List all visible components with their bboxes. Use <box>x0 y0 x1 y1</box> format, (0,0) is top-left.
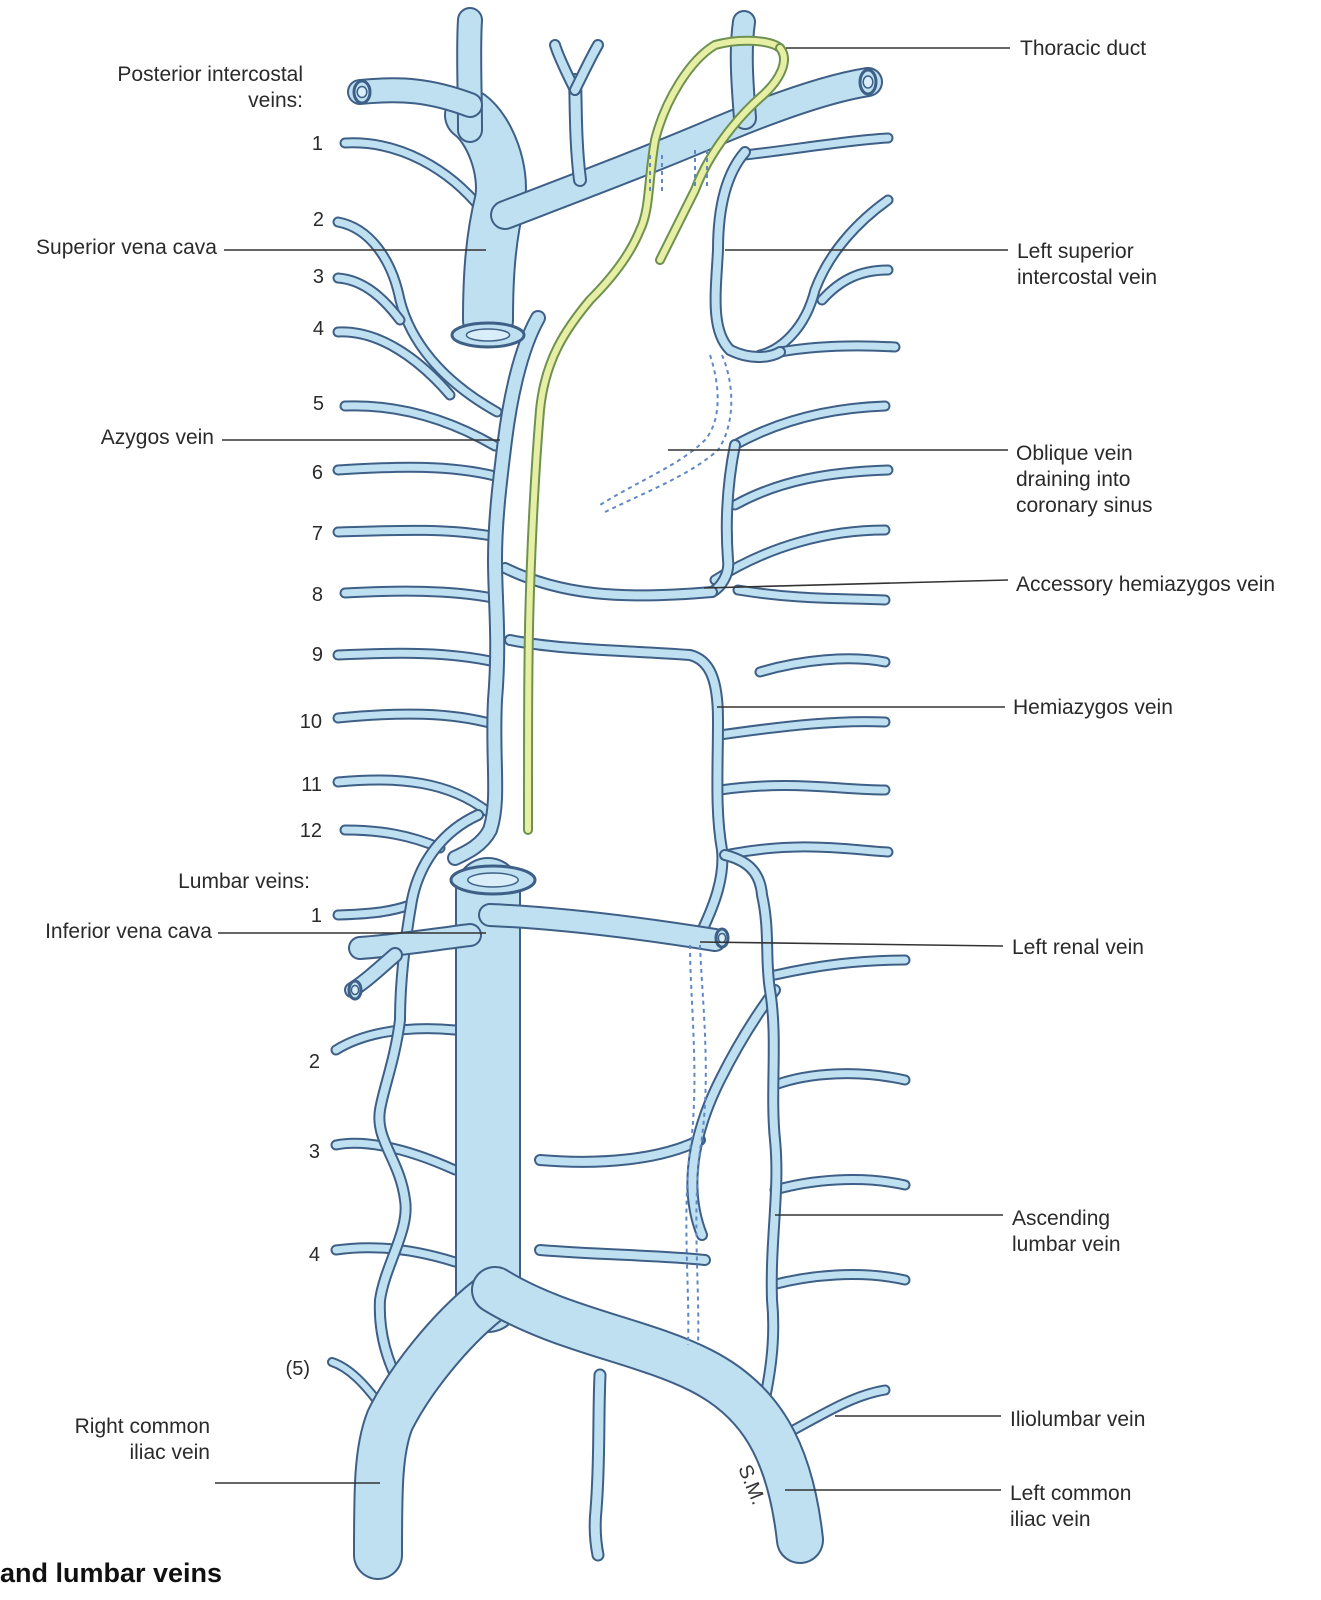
accessory-hemiazygos-vein <box>706 439 741 598</box>
right-renal-vein <box>348 923 482 960</box>
oblique-vein-outline <box>599 354 719 506</box>
right-intercostal-12 <box>339 824 446 854</box>
intercostal-number: 1 <box>312 133 323 155</box>
right-intercostal-8 <box>339 585 499 604</box>
ascending-lumbar-branch <box>686 984 781 1241</box>
right-intercostal-2 <box>332 216 503 418</box>
label-superior-vena-cava: Superior vena cava <box>36 236 217 259</box>
label-left-renal-vein: Left renal vein <box>1012 936 1144 959</box>
intercostal-number: 6 <box>312 462 323 484</box>
right-intercostal-6 <box>332 461 501 482</box>
label-lumbar-veins: Lumbar veins: <box>178 870 310 893</box>
duct-crossing-outline-a <box>649 155 663 195</box>
right-common-iliac-vein <box>353 1275 513 1580</box>
right-lumbar-5 <box>327 1357 383 1407</box>
left-ascending-lumbar-vein <box>719 849 783 1426</box>
left-intercostal-2 <box>754 194 894 361</box>
right-subclavian-vein <box>347 77 483 118</box>
thoracic-duct-drawing <box>523 35 789 835</box>
label-accessory-hemiazygos-vein: Accessory hemiazygos vein <box>1016 573 1275 596</box>
right-intercostal-5 <box>339 400 501 452</box>
intercostal-number: 11 <box>301 774 322 796</box>
accessory-hemiazygos-crossing <box>499 562 718 602</box>
label-thoracic-duct: Thoracic duct <box>1020 37 1146 60</box>
left-intercostal-3 <box>816 264 894 306</box>
leader-lines <box>215 47 1010 1491</box>
right-intercostal-11 <box>332 774 494 818</box>
lumbar-number: (5) <box>286 1358 310 1380</box>
left-jugular-branch-b <box>569 39 604 96</box>
intercostal-number: 3 <box>313 266 324 288</box>
leader-accessory-hemiazygos <box>703 579 1009 589</box>
leader-left-renal <box>699 941 1004 947</box>
superior-vena-cava <box>444 89 527 346</box>
left-intercostal-10 <box>714 716 891 741</box>
right-intercostal-10 <box>332 708 499 730</box>
left-intercostal-8 <box>732 584 891 606</box>
left-brachiocephalic-vein <box>490 67 883 230</box>
left-lumbar-4 <box>766 1269 911 1291</box>
left-intercostal-6 <box>729 464 894 511</box>
right-lumbar-1 <box>332 899 416 921</box>
left-lumbar-1 <box>769 954 911 981</box>
intercostal-number: 4 <box>313 318 324 340</box>
right-intercostal-3 <box>332 272 406 326</box>
left-intercostal-4 <box>774 340 901 358</box>
intercostal-number: 10 <box>300 711 322 733</box>
intercostal-number: 2 <box>313 209 324 231</box>
hemiazygos-vein <box>504 634 729 941</box>
left-superior-intercostal-vein <box>709 146 786 363</box>
median-sacral-vein <box>588 1368 607 1562</box>
left-intercostal-7 <box>709 524 891 586</box>
lumbar-number: 2 <box>309 1051 320 1073</box>
intercostal-number: 12 <box>300 820 322 842</box>
label-hemiazygos-vein: Hemiazygos vein <box>1013 696 1173 719</box>
iliolumbar-vein <box>784 1384 891 1438</box>
lumbar-number: 4 <box>309 1244 320 1266</box>
left-intercostal-12 <box>719 841 894 861</box>
right-intercostal-1 <box>339 137 488 216</box>
label-inferior-vena-cava: Inferior vena cava <box>45 920 212 943</box>
oblique-vein-outline-2 <box>604 354 733 513</box>
right-intercostal-9 <box>332 647 501 668</box>
duct-crossing-outline-b <box>694 150 708 190</box>
lumbar-number: 3 <box>309 1141 320 1163</box>
left-lumbar-2 <box>769 1068 911 1091</box>
right-ascending-lumbar-vein <box>373 809 484 1391</box>
azygos-vein <box>447 310 546 866</box>
intercostal-number: 9 <box>312 644 323 666</box>
left-intercostal-5 <box>729 400 891 451</box>
lumbar-connection-4 <box>534 1244 711 1266</box>
vein-network <box>327 7 911 1580</box>
left-lumbar-3 <box>769 1174 911 1196</box>
intercostal-number: 5 <box>313 393 324 415</box>
left-intercostal-11 <box>714 780 891 796</box>
left-intercostal-1 <box>739 132 894 161</box>
lumbar-connection-3 <box>534 1134 706 1168</box>
intercostal-number: 7 <box>312 523 323 545</box>
lumbar-number: 1 <box>311 905 322 927</box>
left-renal-vein <box>478 903 727 952</box>
figure-caption: and lumbar veins <box>0 1558 222 1588</box>
right-lumbar-2 <box>330 1023 461 1056</box>
right-intercostal-4 <box>332 326 456 401</box>
label-iliolumbar-vein: Iliolumbar vein <box>1010 1408 1145 1431</box>
intercostal-number: 8 <box>312 584 323 606</box>
label-azygos-vein: Azygos vein <box>101 426 214 449</box>
left-intercostal-9 <box>754 653 891 678</box>
left-common-iliac-vein <box>471 1266 824 1564</box>
right-intercostal-7 <box>332 524 503 543</box>
